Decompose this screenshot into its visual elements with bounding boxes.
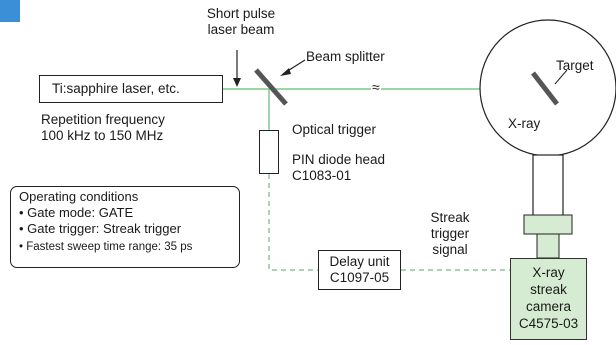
delay-unit-label: Delay unit C1097-05 [329,254,390,285]
optical-trigger-label: Optical trigger [292,122,377,137]
beam-splitter-arrowhead [280,68,291,76]
pin-diode-box [259,130,279,174]
optical-trigger-line [268,174,318,271]
camera-label: X-ray streak camera C4575-03 [518,265,579,331]
beam-splitter-plate [254,68,288,106]
camera-head [536,233,560,259]
condition-item: • Gate trigger: Streak trigger [19,221,182,236]
camera-flange [523,214,573,235]
condition-item: • Fastest sweep time range: 35 ps [19,241,193,253]
xray-label: X-ray [508,116,541,131]
corner-tab [0,0,20,22]
delay-unit-box: Delay unit C1097-05 [318,250,401,290]
short-pulse-label: Short pulse laser beam [206,6,276,37]
streak-trigger-signal-label: Streak trigger signal [430,210,470,257]
vacuum-pipe [532,154,564,218]
operating-conditions-box: Operating conditions • Gate mode: GATE •… [10,186,240,268]
beam-break-symbol: ≈ [371,79,381,95]
laser-source-box: Ti:sapphire laser, etc. [39,75,223,103]
repetition-frequency: Repetition frequency 100 kHz to 150 MHz [41,112,165,143]
xray-streak-camera: X-ray streak camera C4575-03 [510,258,587,340]
condition-item: • Gate mode: GATE [19,205,134,220]
target-arrow [554,69,568,85]
short-pulse-arrowhead [233,78,241,87]
target-plate [531,71,559,106]
operating-conditions-title: Operating conditions [19,189,139,204]
pin-diode-label: PIN diode head C1083-01 [292,152,386,183]
target-chamber [479,19,616,157]
laser-source-label: Ti:sapphire laser, etc. [52,81,180,96]
beam-splitter-label: Beam splitter [306,49,385,64]
target-label: Target [556,58,594,73]
